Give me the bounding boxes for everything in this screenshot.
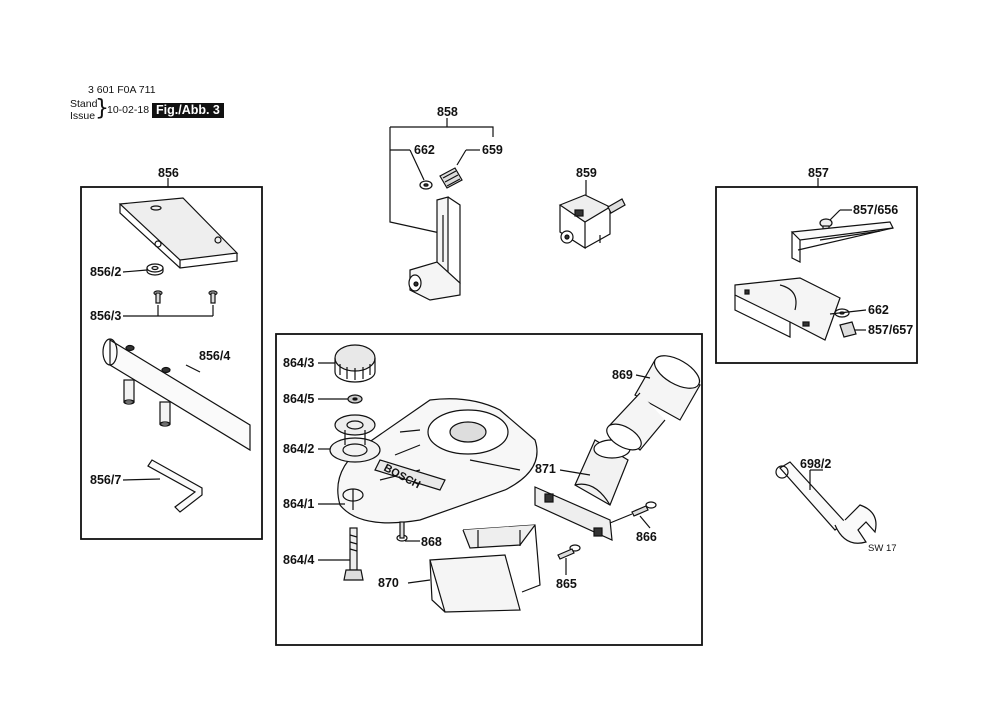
nut-857-657-icon (839, 321, 857, 338)
label-856-7: 856/7 (90, 473, 121, 487)
label-858: 858 (437, 105, 458, 119)
washer-662-icon (419, 180, 433, 190)
figure-badge: Fig./Abb. 3 (152, 103, 224, 118)
label-662b: 662 (868, 303, 889, 317)
base-plate-icon (337, 398, 538, 524)
screw-856-3-icon (153, 290, 218, 304)
label-870: 870 (378, 576, 399, 590)
plate-856-icon (118, 197, 239, 269)
wrench-698-2-icon (775, 461, 877, 544)
label-868: 868 (421, 535, 442, 549)
issue-label: Issue (70, 110, 96, 122)
label-871: 871 (535, 462, 556, 476)
document-number: 3 601 F0A 711 (88, 84, 156, 96)
adapter-859-icon (558, 194, 626, 250)
screw-865-icon (557, 544, 581, 560)
issue-date: 10-02-18 (107, 104, 150, 116)
screw-868-icon (396, 521, 408, 542)
label-859: 859 (576, 166, 597, 180)
washer-856-2-icon (146, 263, 164, 276)
label-856-4: 856/4 (199, 349, 230, 363)
guide-858-icon (408, 196, 461, 301)
label-864-3: 864/3 (283, 356, 314, 370)
adapter-871-icon (534, 439, 631, 541)
label-864-4: 864/4 (283, 553, 314, 567)
stud-864-1-icon (342, 488, 364, 510)
label-662a: 662 (414, 143, 435, 157)
tube-869-icon (606, 355, 701, 451)
label-856-2: 856/2 (90, 265, 121, 279)
group-856-box (80, 186, 263, 540)
label-856: 856 (158, 166, 179, 180)
hood-870-icon (429, 524, 541, 613)
label-869: 869 (612, 368, 633, 382)
label-sw17: SW 17 (868, 543, 897, 554)
label-864-2: 864/2 (283, 442, 314, 456)
knob-659-icon (439, 167, 463, 189)
screw-866-icon (631, 501, 657, 517)
nut-864-5-icon (347, 394, 363, 404)
label-864-1: 864/1 (283, 497, 314, 511)
label-865: 865 (556, 577, 577, 591)
label-857-656: 857/656 (853, 203, 898, 217)
group-dust-box (275, 333, 703, 646)
knob-864-3-icon (334, 344, 376, 383)
washer-662b-icon (834, 308, 850, 318)
brace-symbol: } (95, 96, 109, 121)
bolt-864-4-icon (343, 527, 364, 581)
stand-label: Stand (70, 98, 98, 110)
fence-857-icon (734, 221, 894, 341)
label-857: 857 (808, 166, 829, 180)
hex-key-856-7-icon (147, 459, 203, 513)
bar-856-4-icon (102, 338, 251, 452)
label-857-657: 857/657 (868, 323, 913, 337)
group-857-box (715, 186, 918, 364)
wheel-864-2-icon (329, 414, 381, 463)
label-866: 866 (636, 530, 657, 544)
label-698-2: 698/2 (800, 457, 831, 471)
label-864-5: 864/5 (283, 392, 314, 406)
label-659: 659 (482, 143, 503, 157)
label-856-3: 856/3 (90, 309, 121, 323)
